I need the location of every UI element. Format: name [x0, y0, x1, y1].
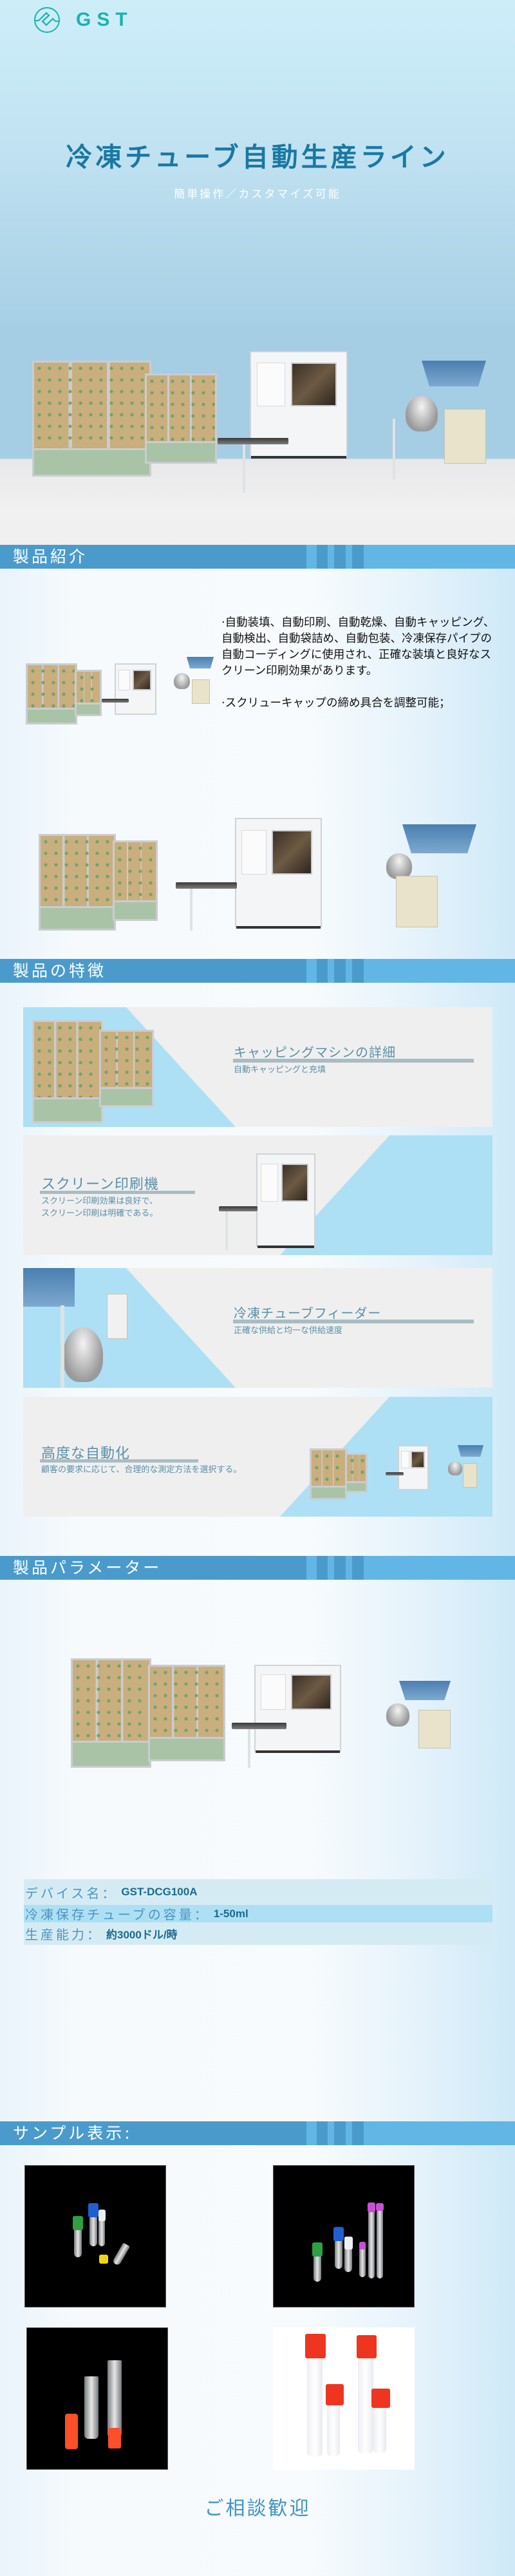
param-value: 約3000ドル/時 — [106, 1929, 178, 1941]
feature-desc: スクリーン印刷効果は良好で、 — [41, 1197, 158, 1206]
sample-image — [26, 2327, 168, 2470]
params-machine-image — [71, 1655, 457, 1777]
page-title: 冷凍チューブ自動生産ライン — [66, 142, 449, 173]
intro-machine-image — [26, 657, 214, 741]
section-title: 製品紹介 — [13, 547, 88, 566]
section-header-intro: 製品紹介 — [0, 545, 515, 569]
param-value: GST-DCG100A — [121, 1886, 198, 1898]
title-underline — [233, 1320, 474, 1323]
page-subtitle: 簡単操作／カスタマイズ可能 — [174, 188, 341, 201]
feature-desc: 自動キャッピングと充填 — [234, 1065, 326, 1075]
section-title: サンプル表示: — [13, 2124, 133, 2143]
param-row: 冷凍保存チューブの容量： 1-50ml — [24, 1905, 492, 1922]
param-table: デバイス名： GST-DCG100A 冷凍保存チューブの容量： 1-50ml 生… — [24, 1879, 492, 1945]
gst-logo-icon — [34, 7, 60, 33]
feature-card-automation: 高度な自動化 顧客の要求に応じて、合理的な測定方法を選択する。 — [23, 1397, 492, 1517]
param-row: デバイス名： GST-DCG100A — [24, 1879, 492, 1905]
feature-title: 高度な自動化 — [41, 1446, 131, 1462]
param-row: 生産能力： 約3000ドル/時 — [24, 1922, 492, 1945]
feature-card-tube-feeder: 冷凍チューブフィーダー 正確な供給と均一な供給速度 — [23, 1268, 492, 1388]
screen-printer-image — [256, 1153, 315, 1248]
title-underline — [40, 1459, 198, 1463]
feature-title: キャッピングマシンの詳細 — [234, 1045, 396, 1060]
contact-cta[interactable]: ご相談歓迎 — [204, 2497, 311, 2520]
capping-machine-image — [32, 1020, 103, 1123]
logo-text: GST — [76, 9, 133, 30]
section-header-features: 製品の特徴 — [0, 959, 515, 983]
title-underline — [233, 1059, 474, 1063]
feature-desc: 正確な供給と均一な供給速度 — [234, 1326, 343, 1336]
param-label: デバイス名： — [25, 1885, 118, 1901]
section-title: 製品の特徴 — [13, 961, 107, 980]
param-label: 生産能力： — [25, 1927, 102, 1942]
intro-paragraph: ·自動装填、自動印刷、自動乾燥、自動キャッピング、自動検出、自動袋詰め、自動包装… — [221, 616, 495, 677]
title-underline — [40, 1191, 195, 1194]
param-value: 1-50ml — [213, 1907, 248, 1920]
intro-machines-wide-image — [35, 818, 486, 940]
tube-feeder-image — [23, 1268, 158, 1388]
sample-image — [273, 2165, 415, 2307]
intro-description: ·自動装填、自動印刷、自動乾燥、自動キャッピング、自動検出、自動袋詰め、自動包装… — [221, 615, 498, 712]
feature-card-screen-printing: スクリーン印刷機 スクリーン印刷効果は良好で、 スクリーン印刷は明確である。 — [23, 1135, 492, 1255]
feature-card-capping: キャッピングマシンの詳細 自動キャッピングと充填 — [23, 1007, 492, 1127]
feature-title: スクリーン印刷機 — [41, 1177, 159, 1193]
feature-desc: スクリーン印刷は明確である。 — [41, 1209, 158, 1218]
section-header-params: 製品パラメーター — [0, 1556, 515, 1580]
automation-line-image — [310, 1445, 490, 1510]
brand-logo[interactable]: GST — [33, 6, 133, 33]
sample-image — [273, 2327, 415, 2470]
hero-machine-image — [0, 351, 515, 522]
param-label: 冷凍保存チューブの容量： — [25, 1907, 210, 1922]
sample-image — [24, 2165, 166, 2307]
section-title: 製品パラメーター — [13, 1558, 162, 1577]
intro-paragraph: ·スクリューキャップの締め具合を調整可能； — [221, 697, 451, 710]
feature-desc: 顧客の要求に応じて、合理的な測定方法を選択する。 — [41, 1465, 242, 1475]
feature-title: 冷凍チューブフィーダー — [234, 1305, 382, 1321]
section-header-samples: サンプル表示: — [0, 2121, 515, 2145]
